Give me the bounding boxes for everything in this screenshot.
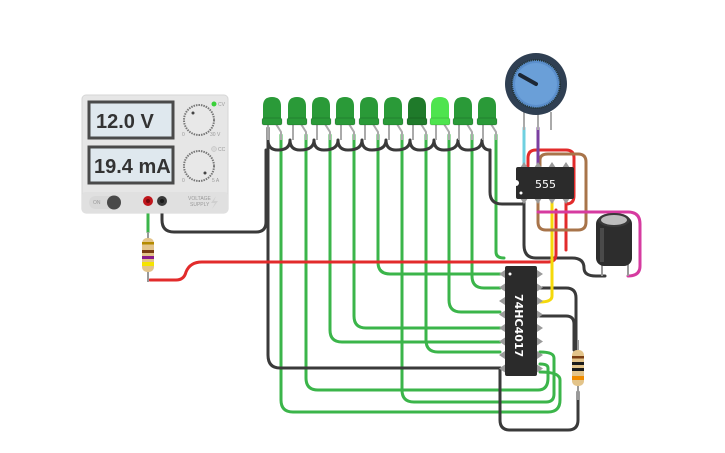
pin-right-5[interactable] [537,324,543,332]
wire-led4[interactable] [352,133,502,330]
pin-right-2[interactable] [537,283,543,292]
cc-indicator [211,146,217,152]
i-max-label: 5 A [212,178,220,184]
pin-left-2[interactable] [499,283,505,292]
led-array [261,97,498,140]
pin-left-3[interactable] [499,297,505,305]
led-10[interactable] [476,97,498,140]
current-knob[interactable] [183,150,215,182]
resistor-1[interactable] [142,232,154,282]
cv-indicator [211,101,217,107]
wire-555-gnd[interactable] [488,148,524,206]
counter-4017[interactable]: 74HC4017 [499,263,543,376]
led-5[interactable] [358,97,380,140]
pin-left-5[interactable] [499,324,505,332]
on-label: ON [93,200,101,206]
wire-led10[interactable] [494,133,506,260]
wire-555-gnd2[interactable] [522,198,607,278]
resistor-2[interactable] [572,340,584,400]
led-3[interactable] [310,97,332,140]
power-supply[interactable]: 12.0 V 19.4 mA CV CC 0 30 V 0 5 A ON VOL… [81,94,229,214]
wire-cathode-bus[interactable] [266,126,492,152]
wire-4017-gnd[interactable] [498,366,580,432]
voltage-knob[interactable] [183,104,215,136]
wire-cap[interactable] [536,210,642,278]
pin-right-7[interactable] [537,351,543,359]
pot-pointer [518,73,538,86]
led-2[interactable] [286,97,308,140]
wire-555-vcc[interactable] [526,148,576,206]
wire-4017-ce[interactable] [538,314,576,352]
wire-led8[interactable] [447,133,502,314]
wire-led6[interactable] [400,133,556,404]
wire-brown[interactable] [536,152,588,232]
pin-left-4[interactable] [499,310,505,319]
wire-power-main[interactable] [148,208,558,282]
pin-right-3[interactable] [537,297,543,305]
pin-left-6[interactable] [499,337,505,346]
wire-supply-gnd[interactable] [160,148,268,234]
brand-line2: SUPPLY [190,202,210,208]
pin-left-8[interactable] [499,364,505,373]
power-switch[interactable]: ON [89,195,121,210]
wire-led7[interactable] [424,133,502,354]
wire-led1[interactable] [279,133,562,414]
led-4[interactable] [334,97,356,140]
wire-led2[interactable] [304,133,550,392]
pin-right-1[interactable] [537,270,543,278]
wire-led9[interactable] [470,133,502,290]
v-min-label: 0 [182,132,185,138]
wire-gnd-main[interactable] [266,138,502,370]
v-max-label: 30 V [210,132,221,138]
led-6[interactable] [382,97,404,140]
led-7[interactable] [406,97,428,140]
counter-label: 74HC4017 [512,294,525,357]
wire-4017-reset[interactable] [538,286,578,352]
capacitor[interactable] [596,213,632,276]
wire-clock[interactable] [538,198,554,304]
voltage-display [87,100,175,140]
voltage-readout: 12.0 V [96,111,154,133]
potentiometer[interactable] [505,53,567,130]
timer-label: 555 [535,178,556,191]
cc-label: CC [218,147,226,153]
led-9[interactable] [452,97,474,140]
wire-led3[interactable] [328,133,502,344]
wires [146,126,642,432]
timer-555[interactable]: 555 [513,162,574,204]
lightning-icon [211,196,218,209]
pin-right-4[interactable] [537,310,543,319]
i-min-label: 0 [182,178,185,184]
pin-right-6[interactable] [537,337,543,346]
current-readout: 19.4 mA [94,156,171,178]
pin-left-1[interactable] [499,270,505,278]
pin-right-8[interactable] [537,364,543,373]
current-display [87,145,175,185]
cv-label: CV [218,102,226,108]
led-8[interactable] [429,97,451,140]
pin-left-7[interactable] [499,351,505,359]
led-1[interactable] [261,97,283,140]
brand-line1: VOLTAGE [188,196,212,202]
wire-led5[interactable] [376,133,502,276]
